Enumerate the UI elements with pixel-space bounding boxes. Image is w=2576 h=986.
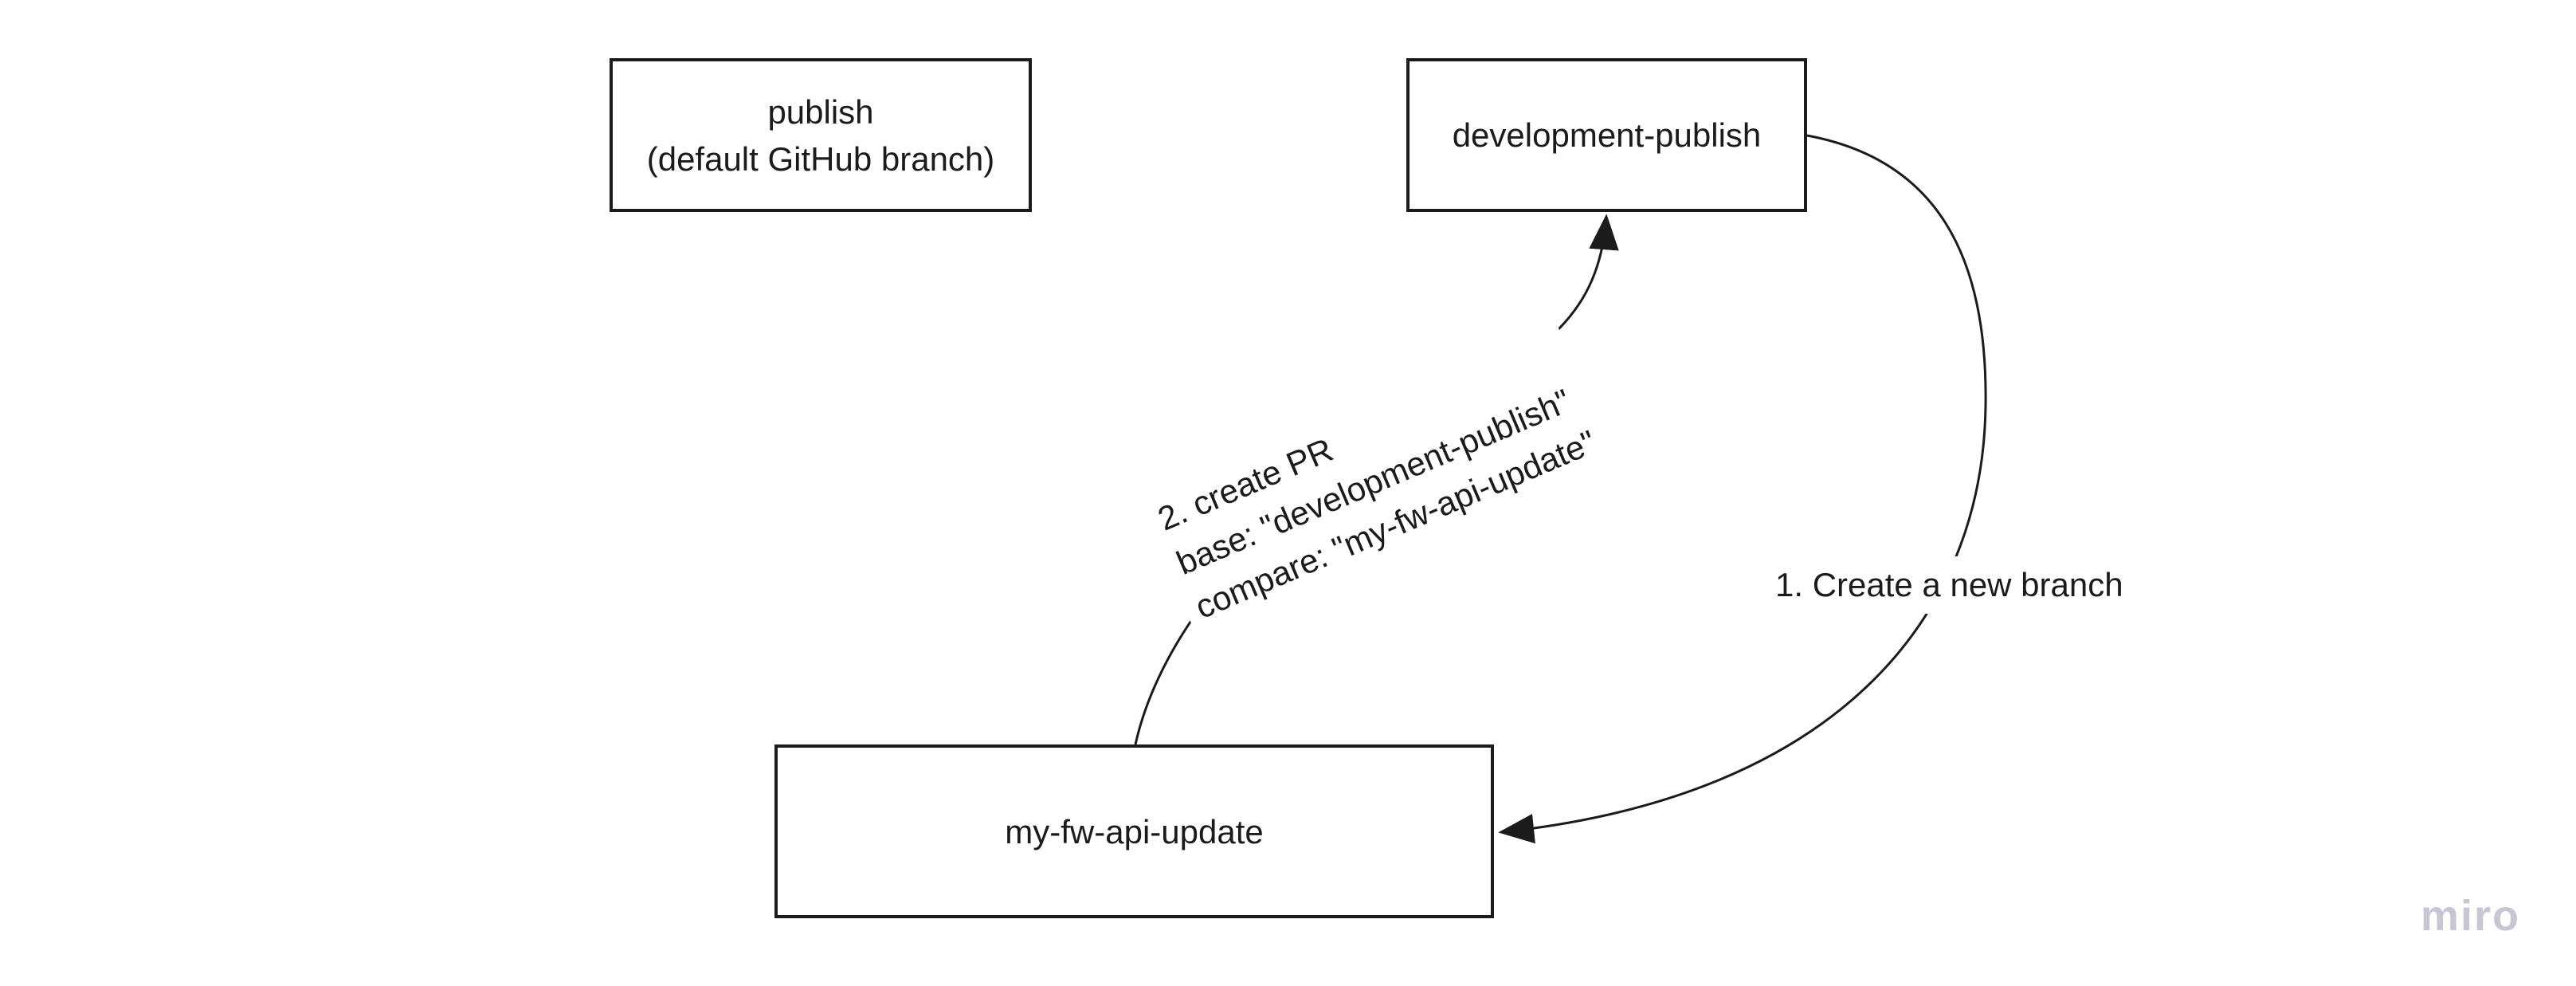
node-my-fw-api-update[interactable]: my-fw-api-update (774, 744, 1494, 918)
node-publish-label-line1: publish (767, 92, 874, 131)
node-development-publish[interactable]: development-publish (1406, 58, 1807, 212)
connector-label-create-branch[interactable]: 1. Create a new branch (1766, 556, 2133, 614)
miro-watermark-logo: miro (2420, 892, 2520, 940)
connector-create-branch[interactable] (1498, 134, 1987, 844)
node-publish-label-line2: (default GitHub branch) (646, 139, 995, 178)
node-my-fw-api-update-label: my-fw-api-update (1005, 812, 1264, 850)
node-development-publish-label: development-publish (1452, 116, 1762, 154)
node-publish[interactable]: publish (default GitHub branch) (610, 58, 1032, 212)
